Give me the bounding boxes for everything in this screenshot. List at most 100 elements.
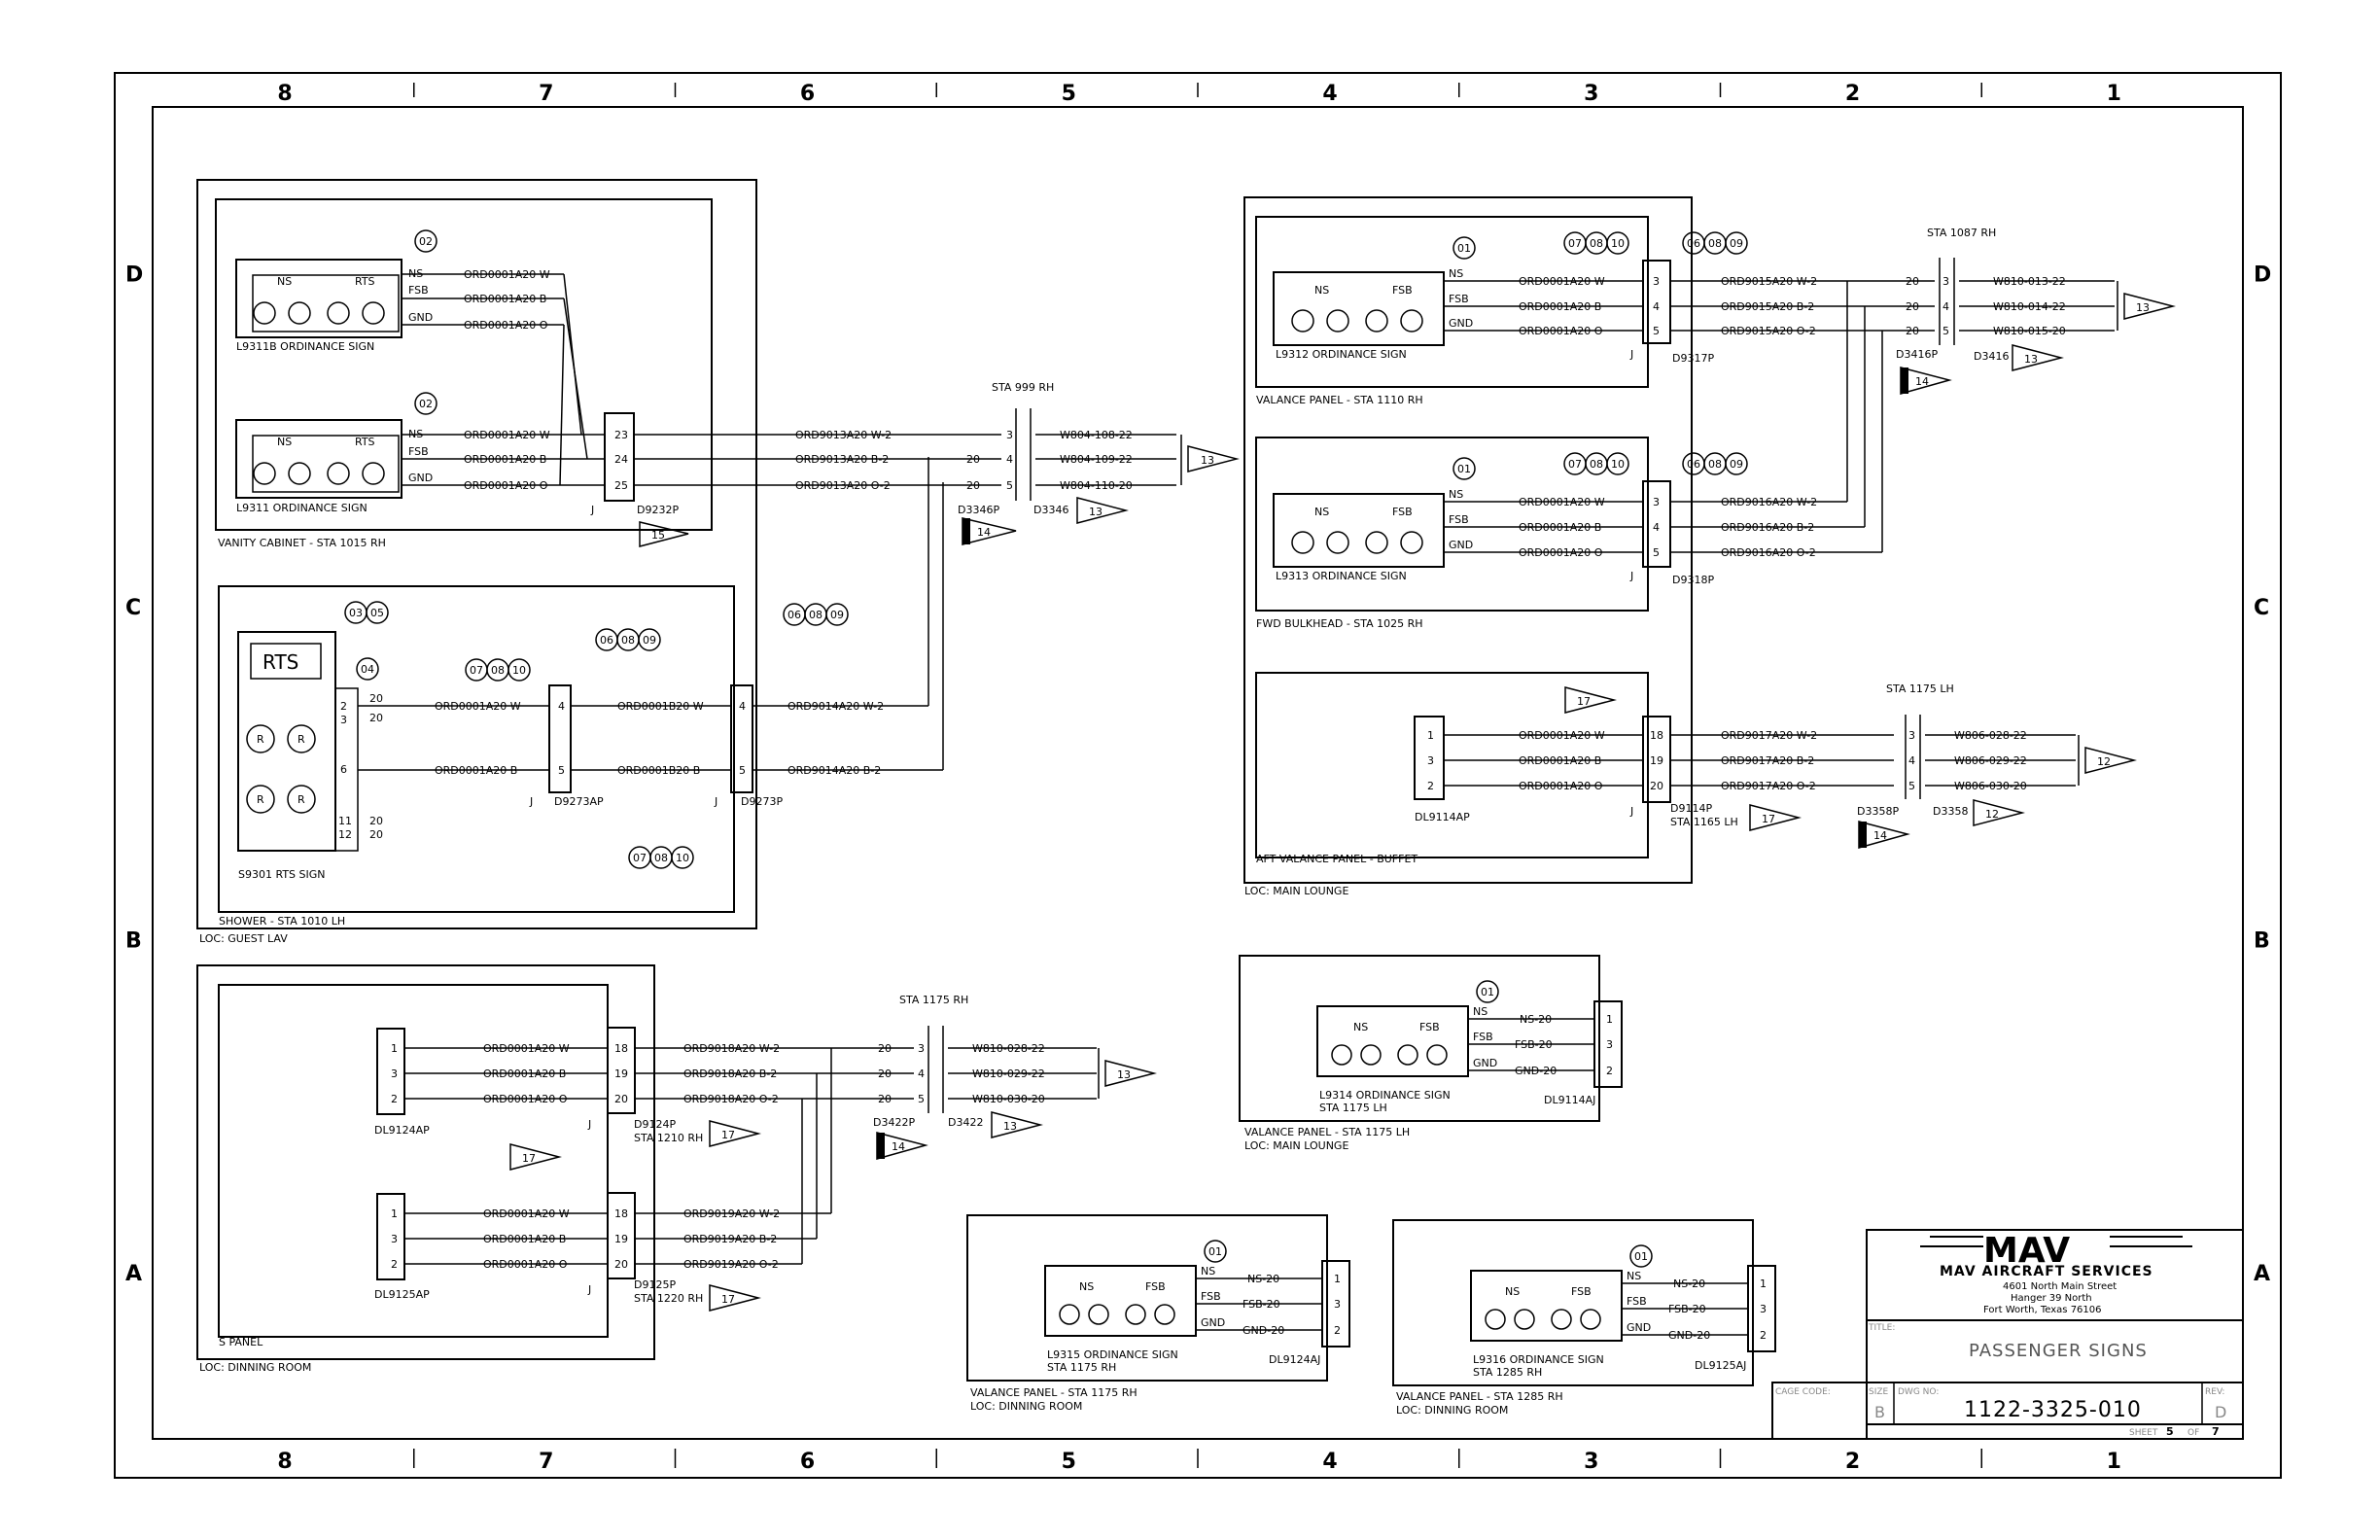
svg-text:5: 5 — [918, 1093, 925, 1105]
lamp-icon — [1365, 531, 1388, 554]
svg-text:5: 5 — [558, 764, 565, 777]
svg-text:20: 20 — [966, 479, 980, 492]
lamp-icon — [246, 724, 275, 753]
svg-text:1: 1 — [1606, 1013, 1613, 1026]
svg-text:20: 20 — [1906, 325, 1919, 337]
svg-text:FSB: FSB — [1392, 506, 1413, 518]
note-17-flag-icon — [1749, 804, 1802, 831]
l9316-group: VALANCE PANEL - STA 1285 RH LOC: DINNING… — [1392, 1219, 1776, 1417]
note-09-icon — [1725, 231, 1748, 255]
svg-text:18: 18 — [614, 1208, 628, 1220]
note-13-flag-icon — [1104, 1060, 1157, 1087]
lamp-icon — [1365, 309, 1388, 332]
svg-text:ORD0001B20 W: ORD0001B20 W — [617, 700, 704, 713]
lamp-icon — [287, 724, 316, 753]
l9314-group: VALANCE PANEL - STA 1175 LH LOC: MAIN LO… — [1239, 955, 1623, 1152]
grid-column-label: 2 — [1845, 1450, 1860, 1474]
lamp-icon — [1551, 1309, 1572, 1330]
svg-text:D3358P: D3358P — [1857, 805, 1899, 818]
svg-text:20: 20 — [878, 1093, 892, 1105]
svg-text:08: 08 — [654, 852, 668, 864]
svg-text:ORD0001A20 O: ORD0001A20 O — [483, 1093, 568, 1105]
grid-column-label: 8 — [277, 1450, 292, 1474]
grid-column-label: 4 — [1322, 82, 1337, 106]
l9311-sign — [235, 419, 402, 499]
l9311b-label: L9311B ORDINANCE SIGN — [236, 340, 374, 353]
svg-text:S PANEL: S PANEL — [219, 1336, 263, 1348]
lamp-icon — [1291, 531, 1314, 554]
svg-text:ORD9013A20 W-2: ORD9013A20 W-2 — [795, 429, 892, 441]
note-10-icon — [1606, 231, 1629, 255]
svg-text:W810-015-20: W810-015-20 — [1993, 325, 2066, 337]
svg-text:GND: GND — [1201, 1316, 1225, 1329]
grid-column-label: 7 — [539, 1450, 553, 1474]
svg-text:GND: GND — [1627, 1321, 1651, 1334]
svg-text:17: 17 — [1577, 695, 1591, 708]
svg-text:12: 12 — [2097, 755, 2111, 768]
svg-text:ORD9019A20 B-2: ORD9019A20 B-2 — [683, 1233, 777, 1245]
svg-text:04: 04 — [361, 663, 374, 676]
svg-text:GND: GND — [408, 311, 433, 324]
svg-text:10: 10 — [676, 852, 689, 864]
svg-text:ORD9015A20 B-2: ORD9015A20 B-2 — [1721, 300, 1814, 313]
svg-text:NS-20: NS-20 — [1673, 1278, 1705, 1290]
note-12-flag-icon — [2084, 747, 2137, 774]
svg-text:FSB-20: FSB-20 — [1242, 1298, 1280, 1311]
note-12-flag-icon — [1973, 799, 2025, 826]
svg-text:01: 01 — [1457, 242, 1471, 255]
svg-text:3: 3 — [1942, 275, 1949, 288]
svg-text:R: R — [298, 733, 305, 746]
note-05-icon — [366, 601, 389, 624]
l9314-sign — [1316, 1005, 1469, 1077]
svg-text:STA 1175 LH: STA 1175 LH — [1886, 682, 1954, 695]
svg-text:ORD9014A20 B-2: ORD9014A20 B-2 — [788, 764, 881, 777]
l9311b-rts: RTS — [355, 275, 375, 288]
lamp-icon — [362, 301, 385, 325]
svg-text:D9273AP: D9273AP — [554, 795, 604, 808]
svg-text:10: 10 — [1611, 458, 1625, 471]
svg-text:19: 19 — [614, 1068, 628, 1080]
note-13-flag-icon — [1076, 497, 1129, 524]
outer-border — [114, 72, 2282, 1479]
svg-text:19: 19 — [1650, 754, 1663, 767]
svg-text:2: 2 — [1427, 780, 1434, 792]
svg-text:13: 13 — [2136, 301, 2150, 314]
svg-text:NS: NS — [1314, 506, 1329, 518]
svg-text:J: J — [590, 504, 594, 516]
svg-text:2: 2 — [340, 700, 347, 713]
svg-text:FSB: FSB — [1449, 513, 1469, 526]
lamp-icon — [1514, 1309, 1535, 1330]
svg-text:18: 18 — [614, 1042, 628, 1055]
svg-text:20: 20 — [966, 453, 980, 466]
svg-text:20: 20 — [369, 692, 383, 705]
lamp-icon — [1331, 1044, 1352, 1066]
svg-text:NS: NS — [1314, 284, 1329, 297]
svg-text:R: R — [257, 793, 264, 806]
svg-text:ORD9017A20 B-2: ORD9017A20 B-2 — [1721, 754, 1814, 767]
svg-text:NS: NS — [1505, 1285, 1520, 1298]
svg-text:FSB: FSB — [408, 284, 429, 297]
svg-text:W804-110-20: W804-110-20 — [1060, 479, 1133, 492]
svg-text:NS: NS — [1201, 1265, 1215, 1278]
svg-text:07: 07 — [633, 852, 647, 864]
svg-text:CAGE CODE:: CAGE CODE: — [1775, 1387, 1831, 1397]
svg-text:01: 01 — [1481, 986, 1494, 998]
svg-text:17: 17 — [1762, 813, 1775, 825]
svg-text:GND-20: GND-20 — [1242, 1324, 1284, 1337]
grid-row-label: D — [2254, 262, 2271, 287]
lamp-icon — [1326, 531, 1349, 554]
grid-column-label: 6 — [800, 1450, 815, 1474]
svg-text:RTS: RTS — [262, 650, 298, 674]
svg-text:ORD0001B20 B: ORD0001B20 B — [617, 764, 700, 777]
l9312-sign — [1273, 271, 1445, 346]
svg-text:ORD0001A20 B: ORD0001A20 B — [1519, 521, 1601, 534]
svg-text:VALANCE PANEL - STA 1175 RH: VALANCE PANEL - STA 1175 RH — [970, 1386, 1138, 1399]
drawing-number: 1122-3325-010 — [1964, 1398, 2142, 1422]
note-17-flag-icon — [709, 1284, 761, 1312]
company-name: MAV AIRCRAFT SERVICES — [1940, 1264, 2153, 1279]
svg-text:J: J — [587, 1283, 591, 1296]
svg-text:NS: NS — [1353, 1021, 1368, 1033]
svg-text:LOC: MAIN LOUNGE: LOC: MAIN LOUNGE — [1244, 885, 1348, 897]
svg-text:1: 1 — [391, 1042, 398, 1055]
d3346-group: ORD9013A20 W-2 ORD9013A20 B-2 ORD9013A20… — [634, 381, 1240, 545]
